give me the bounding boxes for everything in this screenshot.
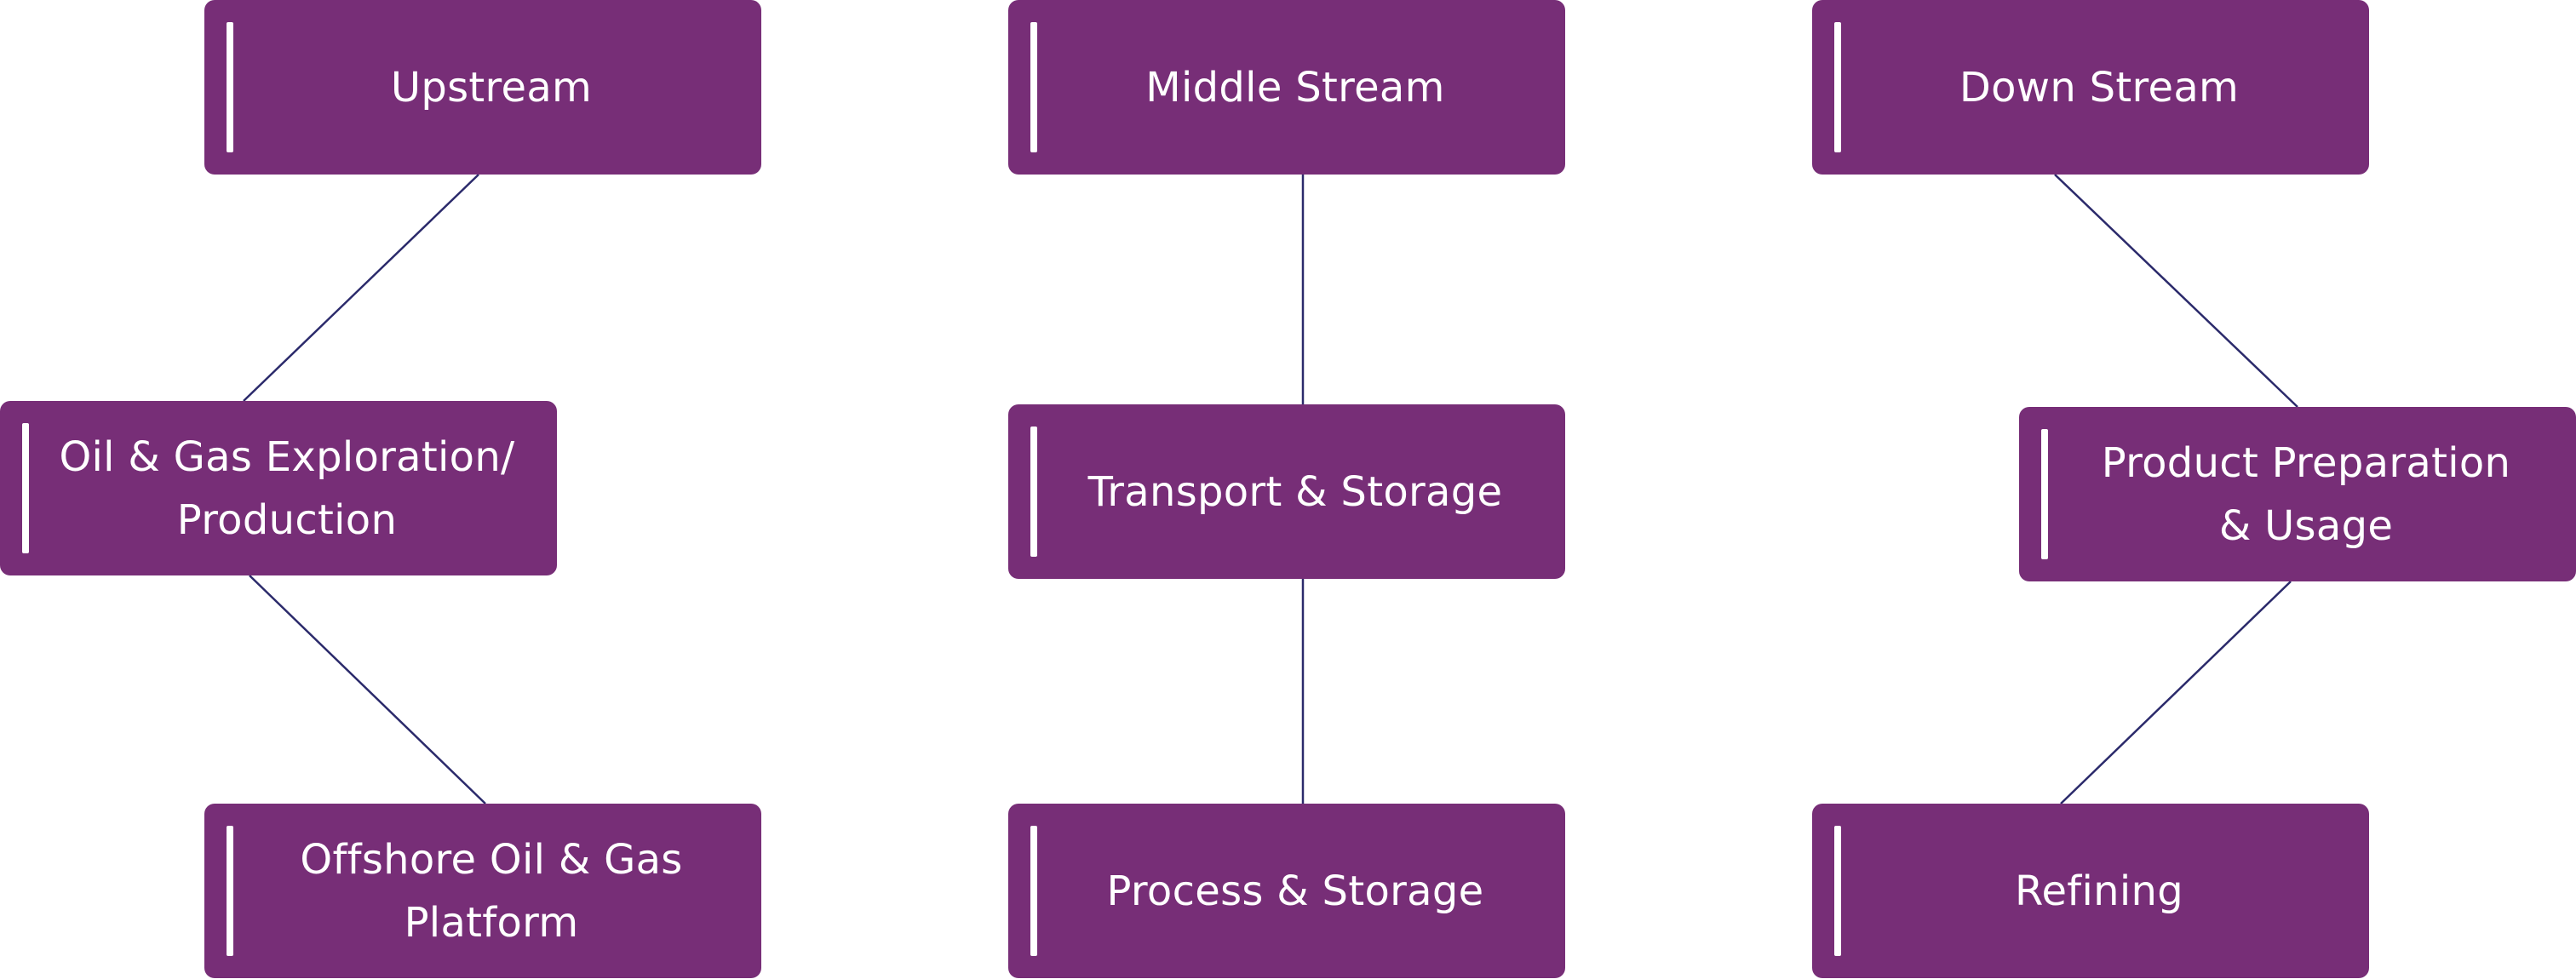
node-transport-storage: Transport & Storage	[1008, 404, 1565, 579]
accent-bar	[22, 423, 29, 553]
node-label: Refining	[2014, 867, 2183, 915]
node-upstream: Upstream	[204, 0, 761, 175]
node-offshore-platform: Offshore Oil & Gas Platform	[204, 804, 761, 978]
node-label: Upstream	[390, 63, 593, 112]
accent-bar	[1030, 826, 1037, 956]
accent-bar	[1030, 22, 1037, 152]
accent-bar	[2041, 429, 2048, 559]
node-label: Middle Stream	[1145, 63, 1445, 112]
edge-upstream-to-exploration	[243, 174, 479, 402]
node-down-stream: Down Stream	[1812, 0, 2369, 175]
node-label: Offshore Oil & Gas Platform	[300, 835, 683, 947]
edge-exploration-to-offshore	[249, 575, 486, 804]
accent-bar	[1834, 826, 1841, 956]
node-label: Transport & Storage	[1087, 467, 1503, 516]
node-middle-stream: Middle Stream	[1008, 0, 1565, 175]
node-product-preparation-usage: Product Preparation & Usage	[2019, 407, 2576, 581]
edge-down-to-product-prep	[2054, 174, 2298, 408]
node-process-storage: Process & Storage	[1008, 804, 1565, 978]
node-label: Oil & Gas Exploration/ Production	[59, 432, 515, 544]
accent-bar	[1030, 427, 1037, 557]
node-label: Down Stream	[1959, 63, 2240, 112]
edge-product-prep-to-refining	[2060, 581, 2292, 804]
node-exploration-production: Oil & Gas Exploration/ Production	[0, 401, 557, 575]
node-label: Process & Storage	[1106, 867, 1484, 915]
node-refining: Refining	[1812, 804, 2369, 978]
accent-bar	[227, 22, 233, 152]
accent-bar	[1834, 22, 1841, 152]
node-label: Product Preparation & Usage	[2101, 438, 2511, 550]
accent-bar	[227, 826, 233, 956]
